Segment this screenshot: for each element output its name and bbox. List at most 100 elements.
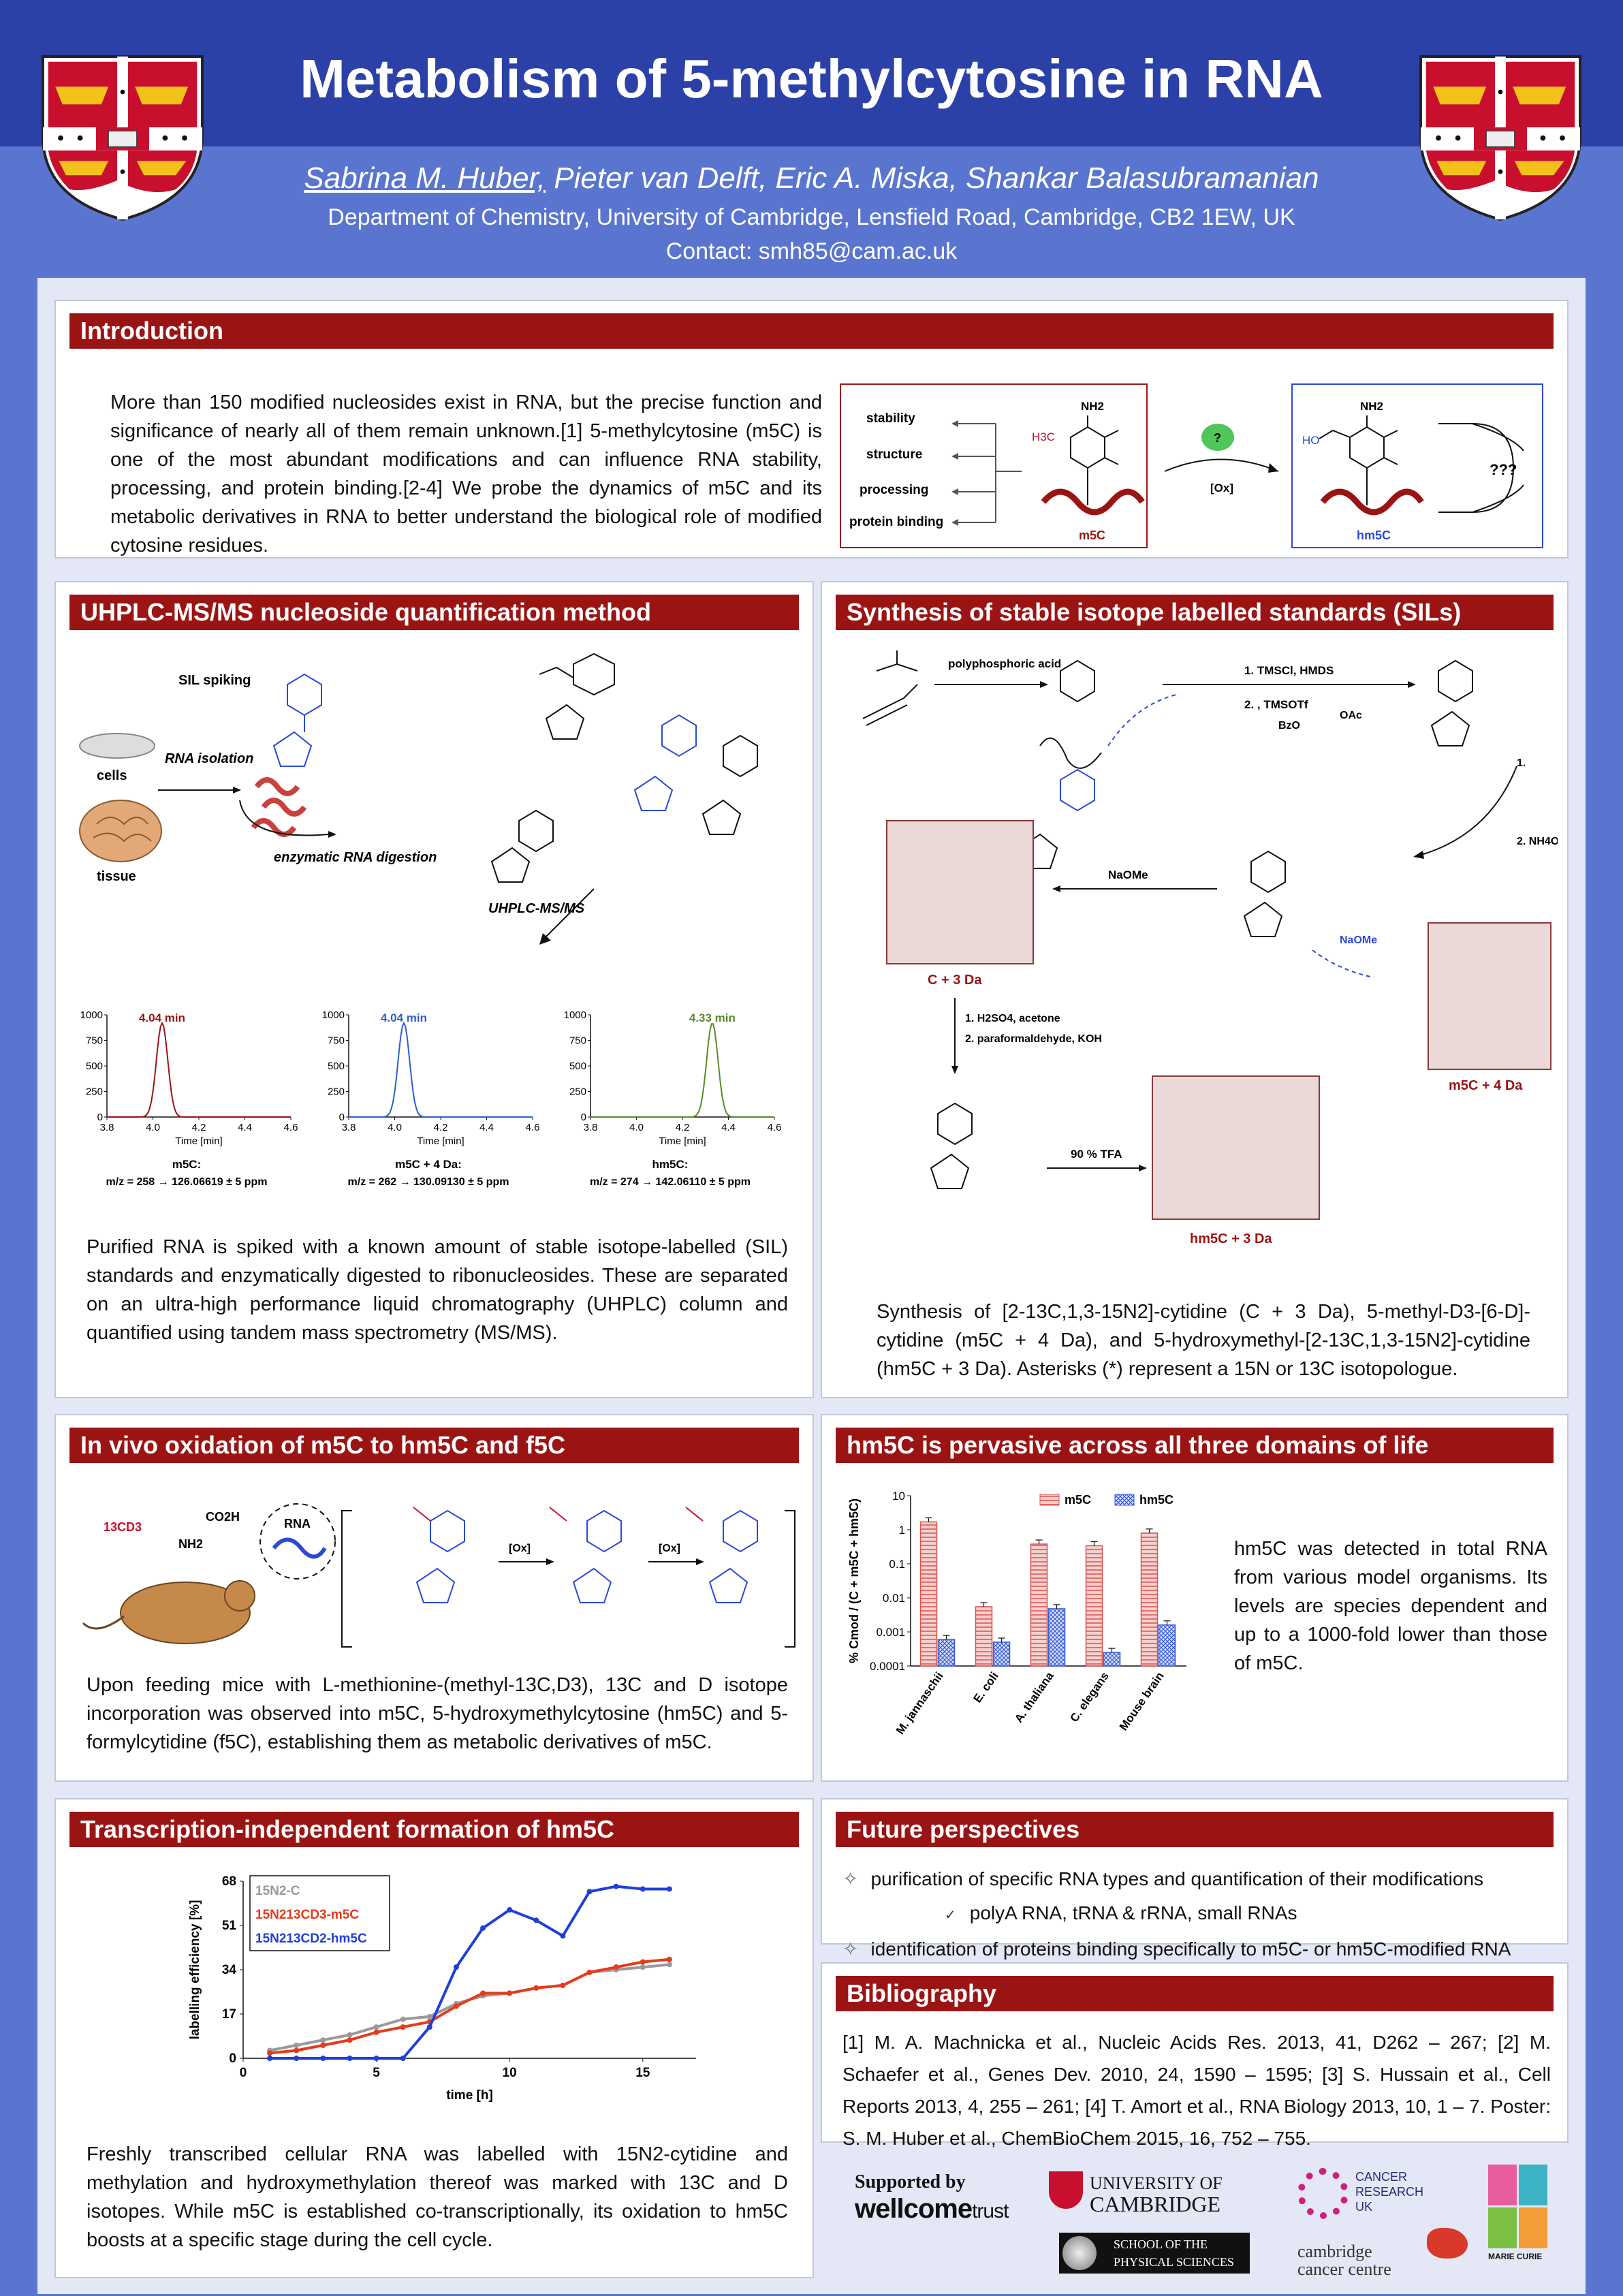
question-mark: ? [1214, 431, 1221, 445]
ho-label: HO [1302, 434, 1320, 447]
data-point [666, 1886, 672, 1892]
future-item-1: ✧ purification of specific RNA types and … [842, 1862, 1551, 1896]
y-tick-label: 0 [339, 1112, 345, 1123]
data-point [640, 1886, 646, 1892]
hm5c3-label: hm5C + 3 Da [1190, 1231, 1272, 1246]
bar-hm5C-1 [937, 1639, 956, 1667]
future-list: ✧ purification of specific RNA types and … [842, 1862, 1551, 1966]
bar-hm5C-2 [992, 1641, 1011, 1667]
sps-line1: SCHOOL OF THE [1114, 2237, 1208, 2251]
y-tick-label: 0 [581, 1112, 586, 1123]
mz-transition: m/z = 262 → 130.09130 ± 5 ppm [348, 1176, 509, 1188]
data-point [294, 2056, 300, 2061]
x-axis-label: time [h] [446, 2088, 493, 2103]
intro-figure: stability structure processing protein b… [840, 383, 1543, 548]
cambridge-crest-right [1419, 55, 1581, 221]
y-axis-label: labelling efficiency [%] [188, 1900, 202, 2040]
x-axis-label: Time [min] [175, 1135, 222, 1147]
co2h-label: CO2H [206, 1510, 240, 1524]
x-tick-label: 3.8 [100, 1122, 114, 1133]
synthesis-heading: Synthesis of stable isotope labelled sta… [836, 595, 1554, 630]
ccc-line1: cambridge [1297, 2242, 1372, 2261]
m5c-label: m5C [1079, 529, 1105, 542]
role-stability: stability [866, 411, 915, 426]
uhplc-msms-label: UHPLC-MS/MS [488, 901, 585, 916]
y-tick-label: 0.01 [883, 1592, 905, 1605]
transcription-panel: Transcription-independent formation of h… [54, 1798, 814, 2278]
data-point [294, 2042, 300, 2048]
role-protein-binding: protein binding [849, 515, 943, 529]
y-axis-label: % Cmod / (C + m5C + hm5C) [847, 1498, 861, 1663]
y-tick-label: 500 [569, 1060, 586, 1072]
tmsotf-label: 2. , TMSOTf [1244, 698, 1308, 711]
data-point [586, 1969, 593, 1975]
ox-label: [Ox] [1210, 482, 1233, 494]
future-item-1-text: purification of specific RNA types and q… [870, 1868, 1484, 1889]
cruk-icon [1297, 2168, 1349, 2219]
marie-curie-logo: MARIE CURIE [1488, 2165, 1553, 2270]
uhplc-panel: UHPLC-MS/MS nucleoside quantification me… [54, 581, 814, 1398]
data-point [320, 2042, 326, 2048]
x-tick-label: 4.6 [526, 1122, 540, 1133]
x-tick-label: 4.0 [629, 1122, 644, 1133]
bar-hm5C-3 [1047, 1608, 1066, 1667]
legend-label: m5C [1065, 1493, 1091, 1507]
rna-label: RNA [284, 1517, 311, 1530]
series-line-3 [270, 1885, 669, 2060]
data-point [294, 2047, 300, 2054]
y-tick-label: 500 [86, 1060, 103, 1072]
data-point [480, 1925, 486, 1931]
y-tick-label: 250 [328, 1086, 345, 1098]
category-label: Mouse brain [1117, 1669, 1167, 1733]
chromatogram-peak [590, 1023, 774, 1118]
data-point [560, 1933, 566, 1939]
bar-hm5C-5 [1158, 1624, 1176, 1667]
x-tick-label: 4.4 [721, 1122, 736, 1133]
y-tick-label: 0 [97, 1112, 103, 1123]
legend-swatch [1114, 1494, 1135, 1506]
bullet-icon: ✧ [842, 1868, 859, 1889]
data-point [533, 1985, 539, 1991]
m5c4-label: m5C + 4 Da [1449, 1078, 1523, 1093]
analyte-name: m5C + 4 Da: [395, 1158, 462, 1171]
y-tick-label: 500 [328, 1060, 345, 1072]
poster-header: Metabolism of 5-methylcytosine in RNA Sa… [0, 0, 1623, 276]
mz-transition: m/z = 258 → 126.06619 ± 5 ppm [106, 1176, 268, 1188]
y-tick-label: 51 [222, 1919, 237, 1933]
series-line-2 [269, 1957, 670, 2055]
x-tick-label: 4.0 [146, 1122, 160, 1133]
future-panel: Future perspectives ✧ purification of spe… [821, 1798, 1569, 1960]
y-tick-label: 1000 [80, 1009, 103, 1021]
h2so4-label: 1. H2SO4, acetone [965, 1013, 1060, 1024]
analyte-name: hm5C: [652, 1158, 689, 1171]
future-heading: Future perspectives [836, 1812, 1554, 1847]
department: Department of Chemistry, University of C… [328, 204, 1295, 230]
data-point [267, 2056, 273, 2061]
data-point [373, 2029, 379, 2035]
y-tick-label: 0.001 [876, 1626, 905, 1639]
bar-hm5C-4 [1103, 1652, 1121, 1667]
future-item-2-text: identification of proteins binding speci… [870, 1938, 1511, 1960]
y-tick-label: 0.1 [889, 1558, 905, 1571]
y-tick-label: 68 [222, 1874, 236, 1889]
intro-text: More than 150 modified nucleosides exist… [110, 392, 822, 556]
mz-transition: m/z = 274 → 142.06110 ± 5 ppm [590, 1176, 751, 1188]
bar-m5C-3 [1030, 1543, 1048, 1667]
chromatogram-peak [349, 1021, 533, 1118]
y-tick-label: 750 [86, 1035, 103, 1047]
invivo-text: Upon feeding mice with L-methionine-(met… [86, 1674, 788, 1753]
bar-m5C-1 [919, 1521, 938, 1667]
data-point [640, 1959, 646, 1965]
uhplc-heading: UHPLC-MS/MS nucleoside quantification me… [69, 595, 799, 630]
y-tick-label: 17 [222, 2007, 236, 2022]
hm5c-label: hm5C [1357, 529, 1391, 542]
data-point [453, 2003, 459, 2009]
series-line-1 [269, 1963, 670, 2052]
x-tick-label: 4.6 [768, 1122, 782, 1133]
intro-heading: Introduction [69, 313, 1554, 349]
domains-heading: hm5C is pervasive across all three domai… [836, 1428, 1554, 1463]
domains-text: hm5C was detected in total RNA from vari… [1234, 1538, 1547, 1674]
x-tick-label: 4.0 [388, 1122, 402, 1133]
bullet-icon: ✧ [842, 1938, 859, 1960]
